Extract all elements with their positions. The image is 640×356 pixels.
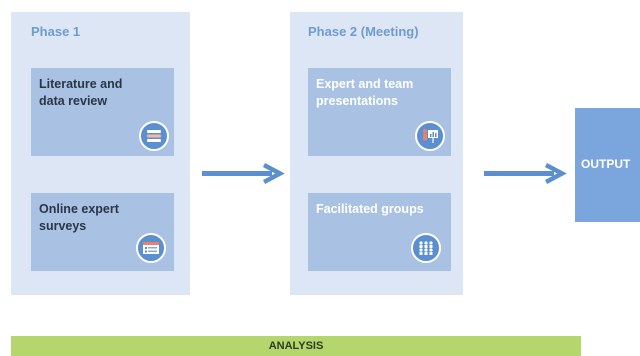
phase-2-title: Phase 2 (Meeting)	[308, 24, 419, 39]
analysis-bar: ANALYSIS	[11, 336, 581, 356]
phase-2-panel: Phase 2 (Meeting) Expert and team presen…	[290, 12, 463, 295]
phase-1-panel: Phase 1 Literature and data review Onlin…	[11, 12, 190, 295]
literature-review-label: Literature and data review	[39, 77, 123, 108]
online-surveys-card: Online expert surveys	[31, 193, 174, 271]
facilitated-groups-label: Facilitated groups	[316, 202, 424, 216]
literature-review-card: Literature and data review	[31, 68, 174, 156]
online-surveys-label: Online expert surveys	[39, 202, 119, 233]
survey-form-icon	[136, 233, 166, 263]
analysis-label: ANALYSIS	[268, 340, 324, 352]
presenter-icon	[415, 121, 445, 151]
arrow-phase1-to-phase2	[202, 163, 285, 184]
phase-1-title: Phase 1	[31, 24, 81, 39]
group-audience-icon	[411, 233, 441, 263]
arrow-phase2-to-output	[484, 163, 567, 184]
facilitated-groups-card: Facilitated groups	[308, 193, 451, 271]
output-box: OUTPUT	[575, 108, 640, 222]
presentations-label: Expert and team presentations	[316, 77, 414, 108]
presentations-card: Expert and team presentations	[308, 68, 451, 156]
output-label: OUTPUT	[581, 157, 631, 171]
database-icon	[139, 121, 169, 151]
